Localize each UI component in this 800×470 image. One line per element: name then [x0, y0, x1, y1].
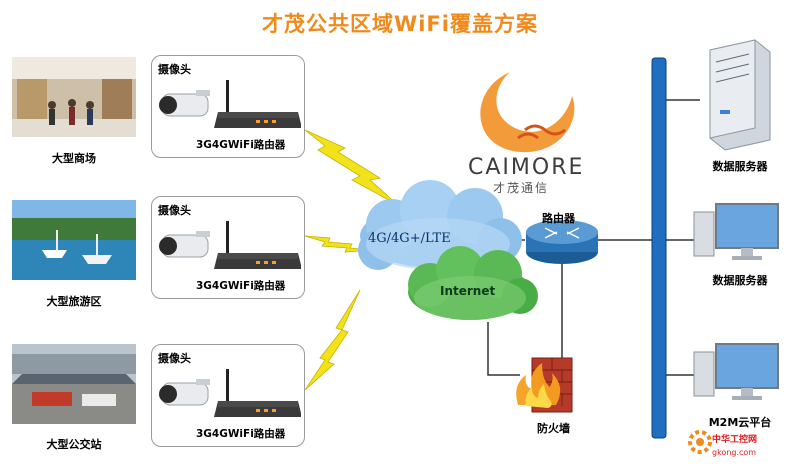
wifi-router-icon	[214, 80, 301, 128]
camera-icon	[159, 90, 210, 117]
firewall-icon	[516, 357, 573, 413]
server-2-label: 数据服务器	[712, 274, 768, 287]
network-bus	[651, 57, 667, 439]
site-label-mall: 大型商场	[52, 152, 96, 165]
lightning-bolt-3	[304, 289, 361, 391]
server-3-label: M2M云平台	[708, 416, 772, 429]
network-router-icon	[526, 220, 598, 264]
site-label-tourism: 大型旅游区	[46, 295, 102, 308]
wifi-router-icon	[214, 369, 301, 417]
node-box-mall: 摄像头 3G4GWiFi路由器	[151, 55, 305, 158]
camera-label: 摄像头	[158, 352, 191, 365]
server-1-label: 数据服务器	[712, 160, 768, 173]
brand-subtitle: 才茂通信	[493, 181, 550, 195]
camera-router-icons	[159, 221, 301, 269]
firewall-label: 防火墙	[537, 422, 570, 435]
internet-firewall-link	[487, 322, 520, 376]
internet-cloud-label: Internet	[440, 284, 496, 298]
camera-label: 摄像头	[158, 204, 191, 217]
server-1-icon	[709, 39, 771, 151]
site-photo-bus-station	[12, 344, 136, 424]
node-box-tourism: 摄像头 3G4GWiFi路由器	[151, 196, 305, 299]
brand-name: CAIMORE	[468, 155, 585, 180]
router-label: 3G4GWiFi路由器	[196, 280, 286, 292]
lightning-bolt-1	[304, 129, 399, 206]
node-box-bus-station: 摄像头 3G4GWiFi路由器	[151, 344, 305, 447]
caimore-logo	[480, 72, 575, 153]
internet-cloud	[408, 246, 538, 320]
lte-cloud-label: 4G/4G+/LTE	[368, 231, 451, 246]
camera-icon	[159, 231, 210, 258]
camera-router-icons	[159, 369, 301, 417]
site-photo-tourism	[12, 200, 136, 280]
site-photo-mall	[12, 57, 136, 137]
server-3-icon	[693, 343, 779, 400]
wifi-router-icon	[214, 221, 301, 269]
page-title: 才茂公共区域WiFi覆盖方案	[262, 12, 538, 36]
watermark-gear-icon	[688, 430, 712, 454]
site-label-bus-station: 大型公交站	[46, 438, 102, 451]
router-label: 3G4GWiFi路由器	[196, 428, 286, 440]
network-router-label: 路由器	[542, 212, 575, 225]
watermark-domain: gkong.com	[712, 448, 757, 457]
router-label: 3G4GWiFi路由器	[196, 139, 286, 151]
camera-router-icons	[159, 80, 301, 128]
camera-label: 摄像头	[158, 63, 191, 76]
watermark-text: 中华工控网	[712, 435, 758, 445]
server-2-icon	[693, 203, 779, 260]
camera-icon	[159, 379, 210, 406]
